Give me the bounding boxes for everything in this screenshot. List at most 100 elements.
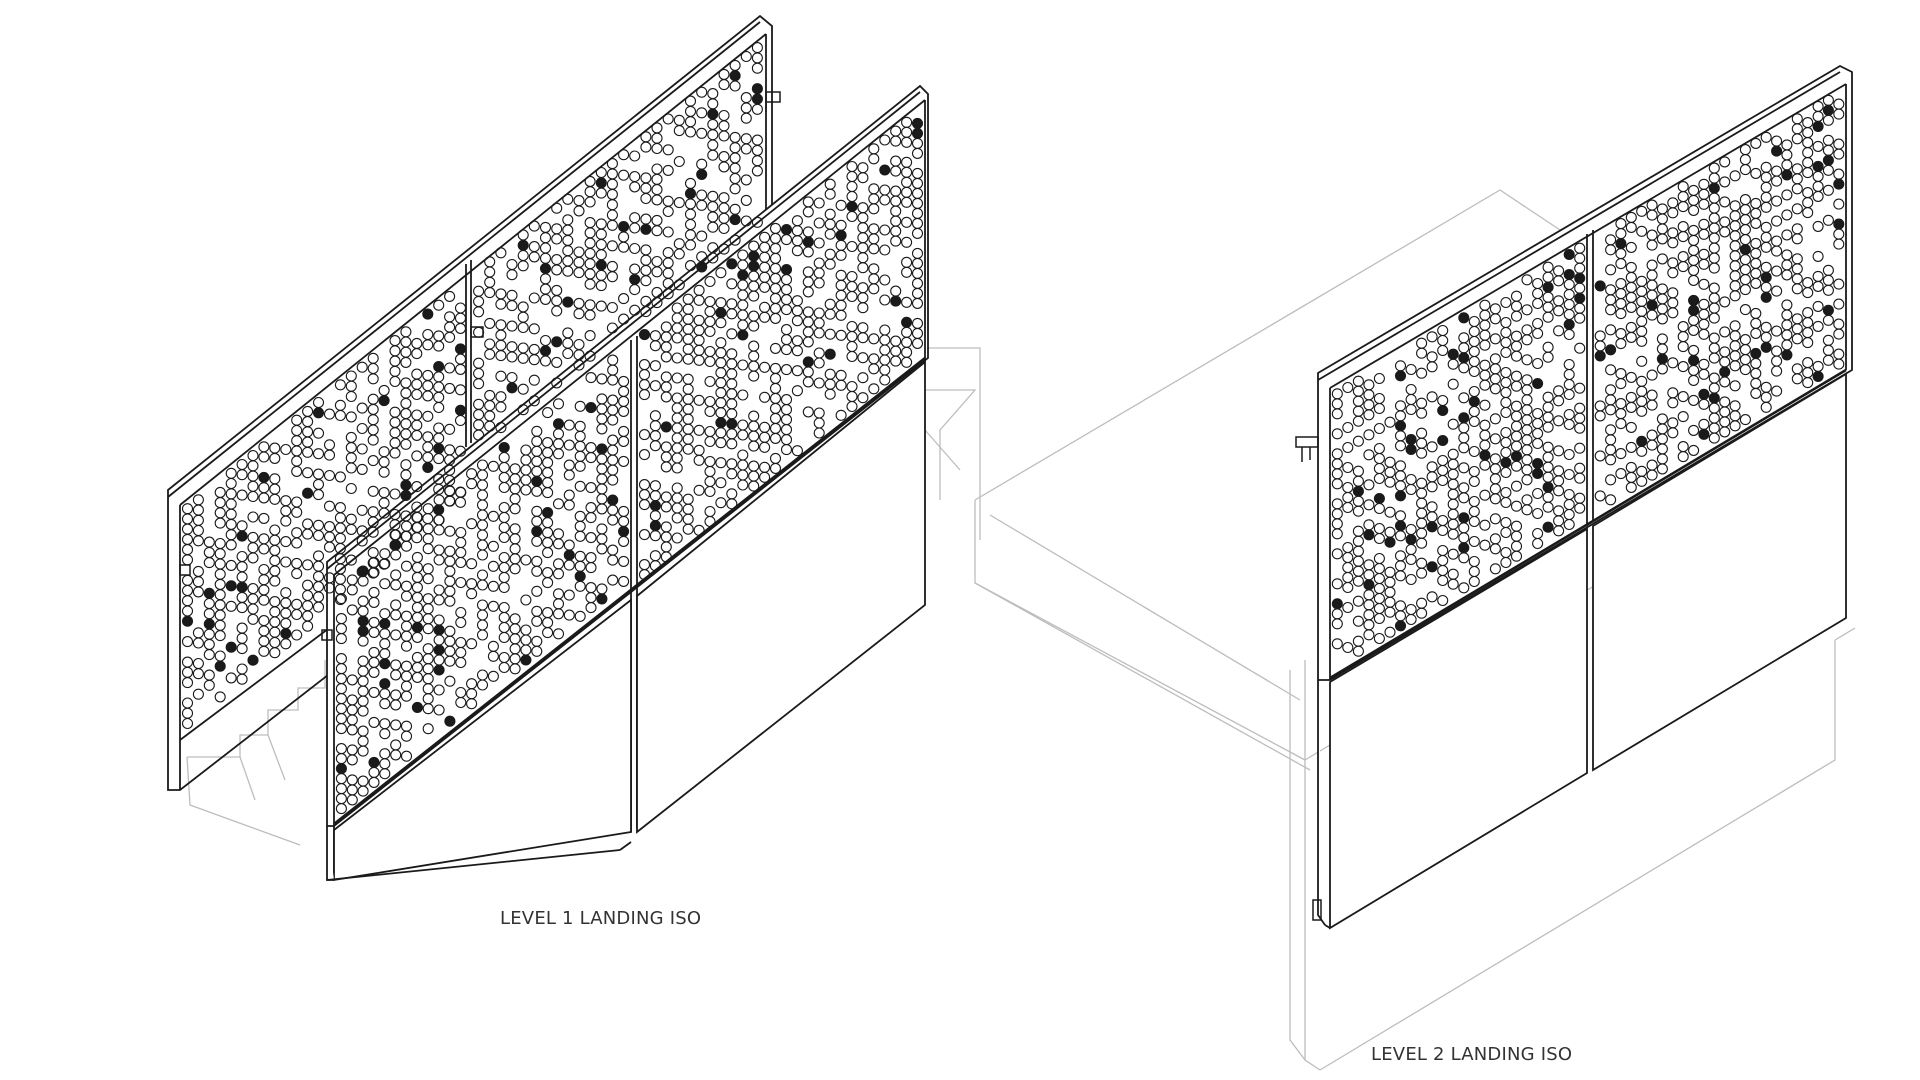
perforation-hole: [1833, 178, 1845, 190]
perforation-hole: [640, 275, 652, 287]
perforation-hole: [473, 357, 485, 369]
perforation-hole: [531, 615, 543, 627]
perforation-hole: [487, 510, 499, 522]
perforation-hole: [618, 555, 630, 567]
perforation-hole: [607, 414, 619, 426]
perforation-hole: [487, 580, 499, 592]
perforation-hole: [606, 260, 618, 272]
perforation-hole: [901, 196, 913, 208]
perforation-hole: [455, 696, 467, 709]
perforation-hole: [539, 345, 552, 357]
perforation-hole: [1719, 376, 1731, 388]
perforation-hole: [368, 716, 380, 728]
perforation-hole: [1437, 474, 1449, 487]
perforation-hole: [1574, 312, 1586, 324]
perforation-hole: [1771, 285, 1783, 297]
perforation-hole: [367, 455, 379, 467]
perforation-hole: [181, 584, 194, 597]
perforation-hole: [662, 164, 674, 176]
perforation-hole: [1781, 269, 1793, 281]
perforation-hole: [696, 107, 708, 119]
perforation-hole: [573, 246, 585, 258]
perforation-hole: [649, 440, 661, 452]
perforation-hole: [1625, 441, 1637, 453]
perforation-hole: [640, 182, 652, 194]
perforation-hole: [444, 444, 456, 456]
perforation-hole: [1688, 394, 1700, 406]
perforation-hole: [1553, 525, 1565, 537]
perforation-hole: [813, 217, 825, 229]
perforation-hole: [181, 544, 194, 556]
perforation-hole: [258, 533, 270, 545]
perforation-hole: [671, 512, 683, 524]
perforation-hole: [684, 126, 697, 138]
perforation-hole: [1394, 440, 1407, 452]
perforation-hole: [1331, 638, 1343, 650]
perforation-hole: [618, 293, 630, 305]
perforation-hole: [1563, 268, 1575, 281]
perforation-hole: [1677, 231, 1689, 243]
perforation-hole: [1615, 378, 1627, 390]
perforation-hole: [335, 633, 347, 645]
perforation-hole: [1489, 433, 1501, 445]
perforation-hole: [1719, 226, 1731, 238]
perforation-hole: [214, 497, 226, 509]
perforation-hole: [192, 524, 204, 537]
perforation-hole: [247, 542, 259, 554]
perforation-hole: [345, 554, 357, 566]
perforation-hole: [595, 300, 607, 312]
perforation-hole: [1394, 620, 1407, 632]
perforation-hole: [737, 329, 749, 341]
perforation-hole: [606, 209, 618, 221]
perforation-hole: [1405, 403, 1417, 416]
perforation-hole: [868, 333, 880, 345]
perforation-hole: [378, 497, 390, 509]
perforation-hole: [1802, 167, 1814, 179]
level-2-perforation-pattern: [1331, 94, 1845, 657]
perforation-hole: [1646, 399, 1658, 411]
perforation-hole: [280, 607, 292, 619]
perforation-hole: [367, 506, 379, 518]
perforation-hole: [1605, 474, 1617, 486]
perforation-hole: [454, 353, 467, 365]
perforation-hole: [192, 565, 204, 577]
perforation-hole: [269, 647, 281, 659]
perforation-hole: [1416, 567, 1428, 579]
perforation-hole: [1458, 542, 1470, 554]
perforation-hole: [737, 269, 749, 281]
perforation-hole: [203, 628, 215, 640]
perforation-hole: [498, 531, 510, 544]
perforation-hole: [769, 432, 782, 444]
perforation-hole: [400, 408, 412, 420]
perforation-hole: [1739, 414, 1751, 426]
perforation-hole: [1352, 645, 1364, 657]
perforation-hole: [1698, 198, 1710, 210]
perforation-hole: [1677, 261, 1689, 273]
perforation-hole: [1574, 422, 1586, 434]
perforation-hole: [258, 441, 270, 453]
perforation-hole: [552, 398, 565, 410]
perforation-hole: [269, 483, 281, 495]
perforation-hole: [531, 585, 543, 597]
perforation-hole: [1331, 408, 1343, 420]
perforation-hole: [1719, 296, 1731, 308]
perforation-hole: [740, 174, 752, 186]
perforation-hole: [1553, 275, 1565, 287]
perforation-hole: [1698, 368, 1710, 380]
perforation-hole: [1489, 563, 1501, 575]
perforation-hole: [671, 372, 683, 384]
perforation-hole: [1636, 435, 1648, 447]
perforation-hole: [192, 688, 204, 700]
perforation-hole: [1750, 137, 1762, 149]
perforation-hole: [192, 657, 204, 670]
perforation-hole: [214, 537, 226, 550]
perforation-hole: [890, 355, 902, 367]
perforation-hole: [411, 419, 423, 431]
perforation-hole: [302, 579, 314, 591]
perforation-hole: [1405, 443, 1417, 456]
perforation-hole: [673, 197, 685, 209]
perforation-hole: [824, 328, 836, 340]
perforation-hole: [389, 345, 401, 357]
level-1-perforation-pattern: [181, 42, 924, 815]
perforation-hole: [729, 183, 741, 195]
